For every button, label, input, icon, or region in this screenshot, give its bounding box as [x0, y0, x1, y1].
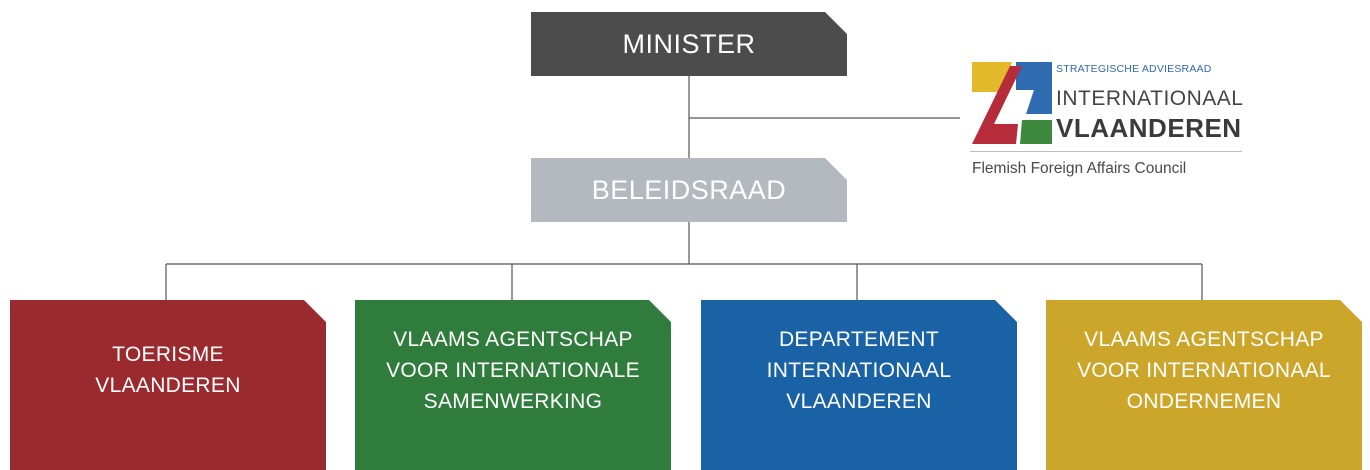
logo-blue-shape: [1016, 62, 1052, 114]
entity-label: TOERISME VLAANDEREN: [95, 343, 241, 397]
beleidsraad-node: BELEIDSRAAD: [531, 158, 847, 222]
council-logo: STRATEGISCHE ADVIESRAAD INTERNATIONAAL V…: [964, 55, 1264, 190]
logo-green-shape: [1020, 120, 1052, 144]
beleidsraad-label: BELEIDSRAAD: [591, 174, 787, 205]
entity-node-departement-internationaal-vlaanderen: DEPARTEMENT INTERNATIONAAL VLAANDEREN: [701, 300, 1017, 470]
logo-divider: [970, 151, 1242, 152]
entity-node-toerisme-vlaanderen: TOERISME VLAANDEREN: [10, 300, 326, 470]
minister-node: MINISTER: [531, 12, 847, 76]
entity-node-vlaams-agentschap-samenwerking: VLAAMS AGENTSCHAP VOOR INTERNATIONALE SA…: [355, 300, 671, 470]
entity-label: VLAAMS AGENTSCHAP VOOR INTERNATIONAAL ON…: [1077, 327, 1331, 413]
minister-label: MINISTER: [622, 28, 756, 59]
logo-line-small: STRATEGISCHE ADVIESRAAD: [1056, 63, 1212, 75]
logo-tagline: Flemish Foreign Affairs Council: [972, 160, 1187, 177]
council-logo-mark-icon: [972, 62, 1052, 144]
logo-line-big: VLAANDEREN: [1056, 113, 1242, 143]
entity-label: DEPARTEMENT INTERNATIONAAL VLAANDEREN: [766, 327, 952, 413]
entity-label: VLAAMS AGENTSCHAP VOOR INTERNATIONALE SA…: [386, 327, 640, 413]
logo-red-shape: [972, 66, 1022, 144]
logo-line-mid: INTERNATIONAAL: [1056, 87, 1244, 110]
entity-node-vlaams-agentschap-ondernemen: VLAAMS AGENTSCHAP VOOR INTERNATIONAAL ON…: [1046, 300, 1362, 470]
